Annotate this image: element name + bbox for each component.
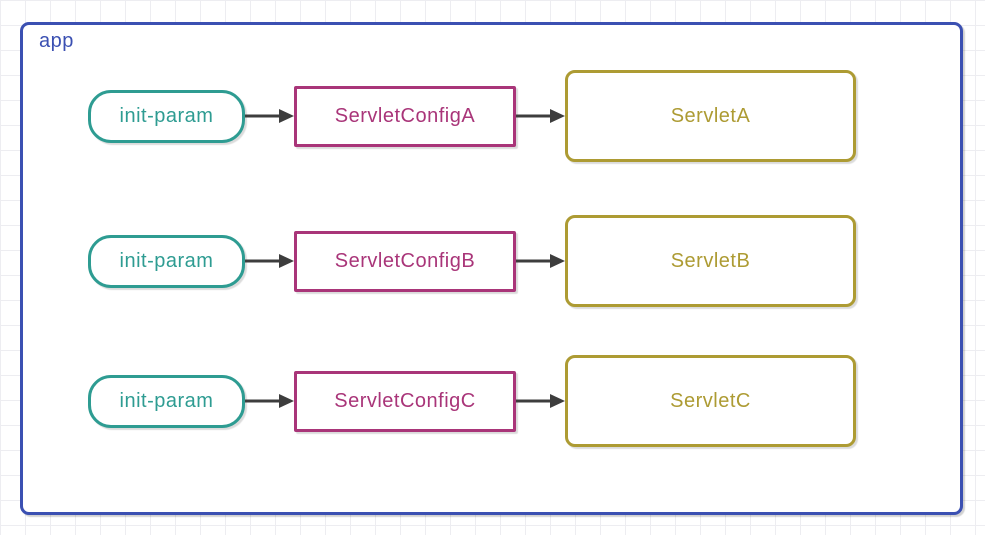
app-container-shape: app init-param ServletConfigA ServletA bbox=[20, 22, 963, 515]
servlet-config-label: ServletConfigA bbox=[334, 104, 476, 127]
init-param-node: init-param bbox=[88, 89, 245, 143]
arrow-right-icon bbox=[245, 254, 294, 268]
servlet-label: ServletB bbox=[670, 249, 751, 272]
diagram-row: init-param ServletConfigB ServletB bbox=[88, 215, 856, 307]
servlet-node: ServletB bbox=[565, 215, 856, 307]
servlet-config-node: ServletConfigC bbox=[294, 370, 516, 432]
app-container-label: app bbox=[39, 30, 74, 52]
diagram-row: init-param ServletConfigC ServletC bbox=[88, 355, 856, 447]
arrow-right-icon bbox=[245, 109, 294, 123]
arrow-right-icon bbox=[245, 394, 294, 408]
servlet-node: ServletA bbox=[565, 70, 856, 162]
arrow-right-icon bbox=[516, 394, 565, 408]
servlet-config-label: ServletConfigB bbox=[334, 249, 476, 272]
servlet-label: ServletC bbox=[670, 389, 751, 412]
arrow-right-icon bbox=[516, 254, 565, 268]
init-param-label: init-param bbox=[119, 249, 214, 272]
servlet-config-node: ServletConfigB bbox=[294, 230, 516, 292]
diagram-row: init-param ServletConfigA ServletA bbox=[88, 70, 856, 162]
init-param-node: init-param bbox=[88, 234, 245, 288]
servlet-label: ServletA bbox=[670, 104, 751, 127]
servlet-node: ServletC bbox=[565, 355, 856, 447]
init-param-label: init-param bbox=[119, 104, 214, 127]
init-param-node: init-param bbox=[88, 374, 245, 428]
servlet-config-label: ServletConfigC bbox=[334, 389, 476, 412]
init-param-label: init-param bbox=[119, 389, 214, 412]
arrow-right-icon bbox=[516, 109, 565, 123]
servlet-config-node: ServletConfigA bbox=[294, 85, 516, 147]
